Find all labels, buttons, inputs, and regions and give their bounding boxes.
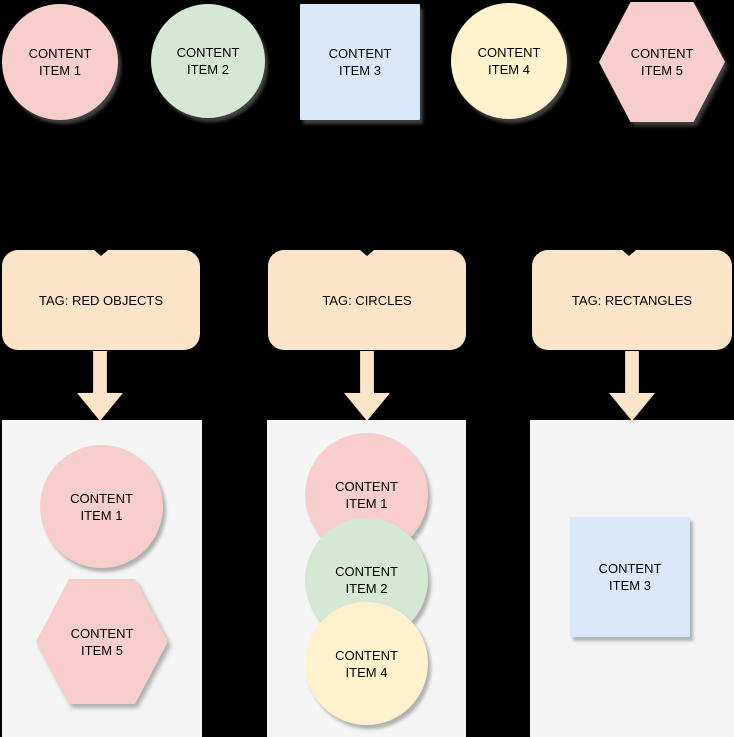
content-item-5-hexagon: CONTENT ITEM 5 — [599, 2, 725, 122]
connector-arrowhead-icon — [360, 250, 374, 256]
content-item-1-circle: CONTENT ITEM 1 — [2, 4, 118, 120]
connector-arrowhead-icon — [622, 250, 636, 256]
tag-circles-label: TAG: CIRCLES — [322, 292, 412, 308]
bucket-item-hexagon: CONTENT ITEM 5 — [36, 579, 168, 704]
bucket-rectangles: CONTENT ITEM 3 — [530, 420, 734, 737]
bucket-circles: CONTENT ITEM 1 CONTENT ITEM 2 CONTENT IT… — [267, 420, 466, 737]
bucket-red-objects: CONTENT ITEM 1 CONTENT ITEM 5 — [2, 420, 202, 737]
connector-arrowhead-icon — [94, 250, 108, 256]
content-item-5-label: CONTENT ITEM 5 — [599, 2, 725, 122]
content-item-3-rectangle: CONTENT ITEM 3 — [300, 4, 420, 120]
tag-rectangles-label: TAG: RECTANGLES — [571, 292, 693, 308]
bucket-item-circle: CONTENT ITEM 1 — [40, 445, 163, 568]
content-item-2-circle: CONTENT ITEM 2 — [151, 4, 265, 118]
tag-circles: TAG: CIRCLES — [268, 250, 466, 350]
down-arrow-icon — [77, 351, 123, 421]
bucket-item-rectangle: CONTENT ITEM 3 — [570, 517, 690, 637]
bucket-item-hexagon-label: CONTENT ITEM 5 — [36, 579, 168, 704]
tag-red-objects-label: TAG: RED OBJECTS — [39, 292, 163, 308]
down-arrow-icon — [609, 351, 655, 421]
bucket-item-circle: CONTENT ITEM 4 — [305, 602, 428, 725]
down-arrow-icon — [344, 351, 390, 421]
content-item-4-circle: CONTENT ITEM 4 — [451, 3, 567, 119]
tag-rectangles: TAG: RECTANGLES — [532, 250, 732, 350]
tag-red-objects: TAG: RED OBJECTS — [2, 250, 200, 350]
